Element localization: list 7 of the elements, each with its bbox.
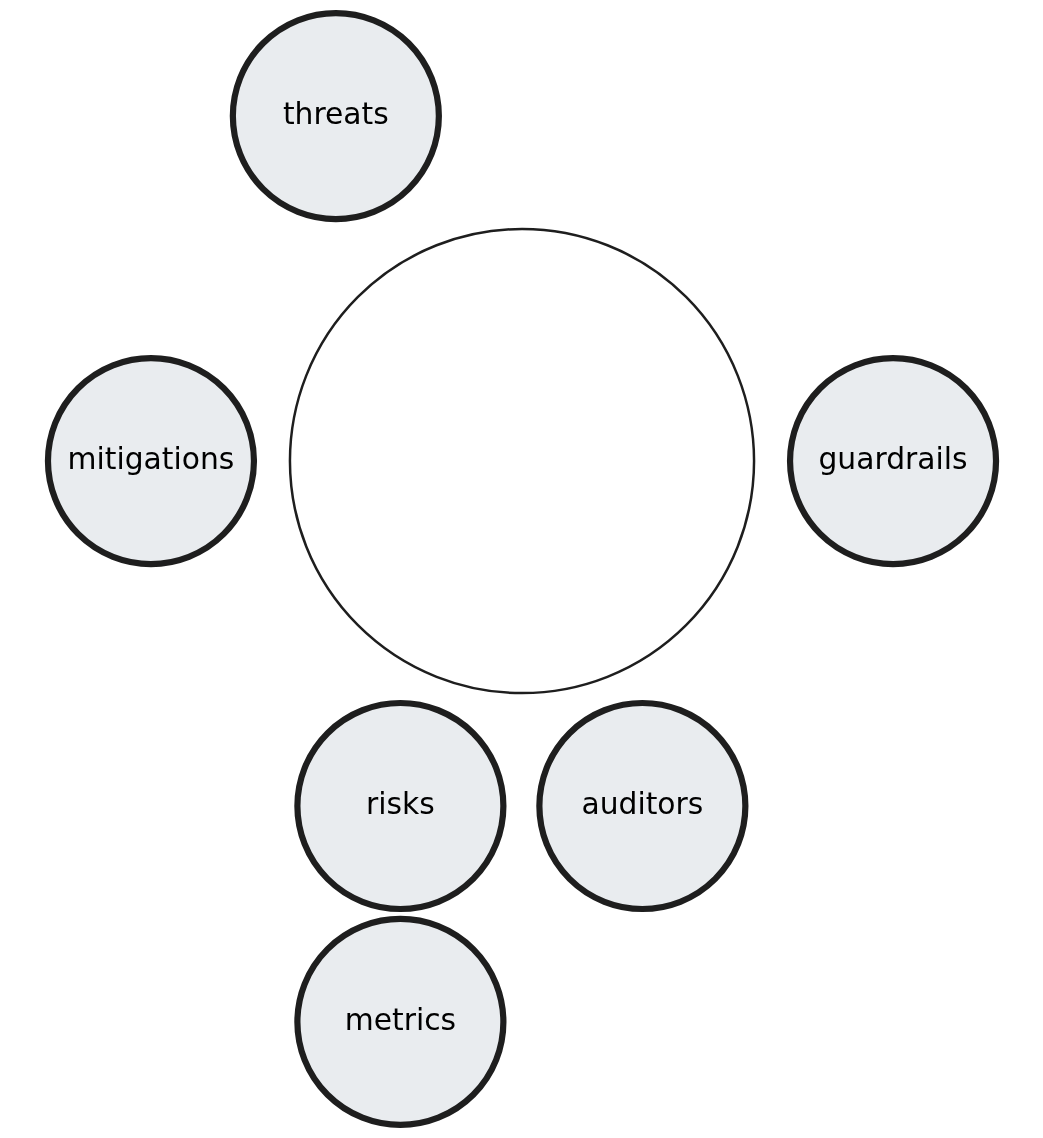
node-circle: risks (293, 699, 506, 913)
node-circle: guardrails (786, 354, 999, 568)
node-circle: mitigations (44, 354, 257, 568)
node-circle: metrics (293, 915, 506, 1129)
node-circle: threats (229, 9, 442, 223)
node-circle: auditors (535, 699, 748, 913)
node-circle (288, 227, 755, 695)
